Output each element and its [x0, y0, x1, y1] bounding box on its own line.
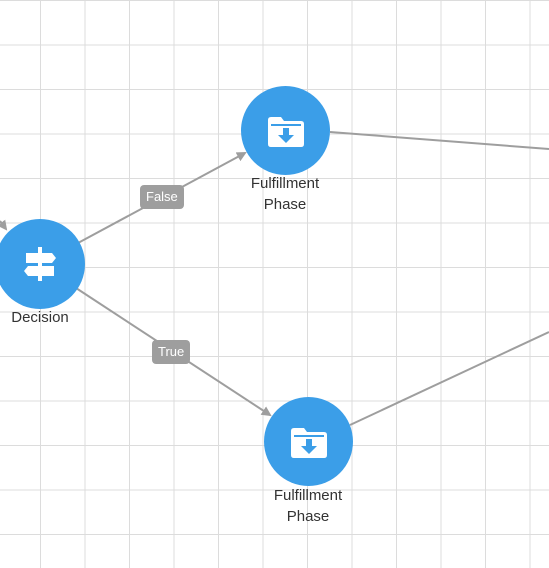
outgoing-connector-top[interactable] — [329, 131, 549, 150]
fulfillment-phase-bottom-node[interactable] — [264, 397, 353, 486]
fulfillment-top-label-line2: Phase — [263, 196, 307, 213]
fulfillment-phase-top-label: Fulfillment Phase — [230, 173, 340, 215]
fulfillment-bottom-label-line1: Fulfillment — [273, 487, 343, 504]
signpost-icon — [23, 245, 57, 283]
false-edge-label[interactable]: False — [140, 185, 184, 209]
fulfillment-phase-top-node[interactable] — [241, 86, 330, 175]
decision-node[interactable] — [0, 219, 85, 309]
decision-label-text: Decision — [11, 309, 69, 326]
incoming-connector[interactable] — [0, 219, 8, 231]
decision-label: Decision — [0, 307, 80, 328]
folder-download-icon — [266, 114, 306, 148]
folder-download-icon — [289, 425, 329, 459]
outgoing-connector-bottom[interactable] — [349, 331, 549, 426]
fulfillment-phase-bottom-label: Fulfillment Phase — [253, 485, 363, 527]
true-edge-label[interactable]: True — [152, 340, 191, 364]
fulfillment-top-label-line1: Fulfillment — [250, 175, 320, 192]
fulfillment-bottom-label-line2: Phase — [286, 508, 330, 525]
